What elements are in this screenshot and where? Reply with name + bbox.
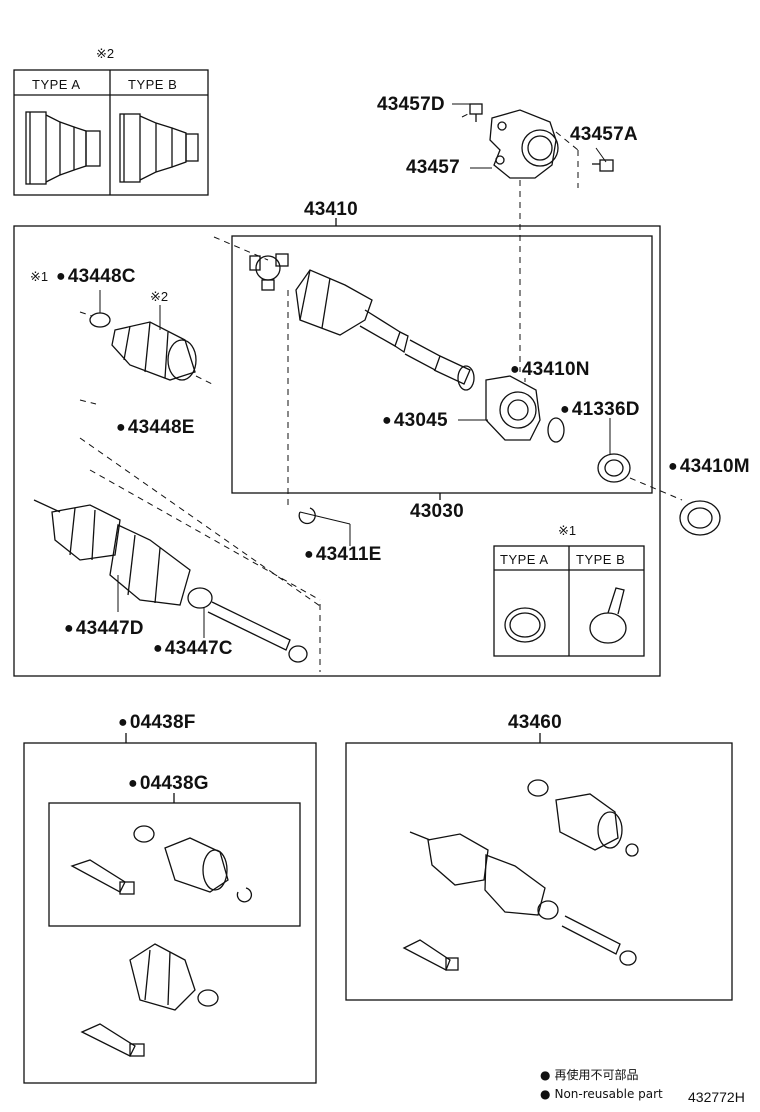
part-label-43410[interactable]: 43410: [304, 199, 358, 220]
boot-43448e-drawing: [89, 312, 197, 381]
part-label-43457[interactable]: 43457: [406, 157, 460, 178]
bracket-43457-drawing: [489, 109, 559, 179]
part-label-43030[interactable]: 43030: [410, 501, 464, 522]
part-label-43460[interactable]: 43460: [508, 712, 562, 733]
kit-04438g-frame: [48, 802, 301, 927]
kit-04438g-contents-drawing: [70, 825, 253, 903]
part-label-43448c[interactable]: 43448C: [56, 267, 136, 286]
clamp-type-b-drawing: [589, 612, 627, 644]
boot-type-box: [13, 69, 209, 196]
assembly-43460-drawing: [402, 779, 639, 971]
clamp-type-a-label: TYPE A: [500, 552, 549, 567]
assembly-43460-frame: [345, 742, 733, 1001]
part-label-43410m[interactable]: 43410M: [668, 457, 750, 476]
legend-non-reusable-jp: 再使用不可部品: [540, 1069, 638, 1081]
guide-lines: [79, 112, 683, 672]
bolt-43457d-drawing: [469, 103, 483, 122]
tripod-joint-drawing: [249, 253, 289, 291]
part-label-43411e[interactable]: 43411E: [304, 545, 382, 564]
seal-drawing: [597, 453, 631, 483]
seal-43410m-drawing: [679, 500, 721, 536]
bolt-43457a-drawing: [592, 159, 614, 172]
kit-04438f-frame: [23, 742, 317, 1084]
part-43448e-mark: ※2: [150, 289, 169, 304]
clamp-type-b-label: TYPE B: [576, 552, 626, 567]
leader-lines: [99, 103, 611, 638]
boot-type-a-label: TYPE A: [32, 77, 81, 92]
part-label-43045[interactable]: 43045: [382, 411, 448, 430]
part-label-04438g[interactable]: 04438G: [128, 774, 209, 793]
boot-type-mark: ※2: [96, 46, 115, 61]
outboard-shaft-drawing: [33, 499, 308, 663]
circlip-43411e-drawing: [298, 507, 316, 525]
part-label-41336d[interactable]: 41336D: [560, 400, 640, 419]
figure-code: 432772H: [688, 1089, 745, 1105]
boot-type-b-drawing: [119, 113, 199, 183]
inboard-joint-drawing: [295, 269, 475, 391]
part-label-43448e[interactable]: 43448E: [116, 418, 195, 437]
clamp-type-mark: ※1: [558, 523, 577, 538]
assembly-43410-frame: [13, 225, 661, 677]
part-43448c-mark: ※1: [30, 269, 49, 284]
legend-non-reusable-en: Non-reusable part: [540, 1088, 662, 1100]
kit-04438f-contents-drawing: [80, 943, 219, 1057]
clamp-type-a-drawing: [504, 607, 546, 643]
assembly-43030-frame: [231, 235, 653, 494]
bearing-43045-drawing: [485, 375, 541, 441]
part-label-04438f[interactable]: 04438F: [118, 713, 196, 732]
snap-ring-41336d-drawing: [547, 417, 565, 443]
part-label-43410n[interactable]: 43410N: [510, 360, 590, 379]
part-label-43457a[interactable]: 43457A: [570, 124, 638, 145]
part-label-43447d[interactable]: 43447D: [64, 619, 144, 638]
boot-type-a-drawing: [25, 111, 101, 185]
part-label-43457d[interactable]: 43457D: [377, 94, 445, 115]
part-label-43447c[interactable]: 43447C: [153, 639, 233, 658]
boot-type-b-label: TYPE B: [128, 77, 178, 92]
